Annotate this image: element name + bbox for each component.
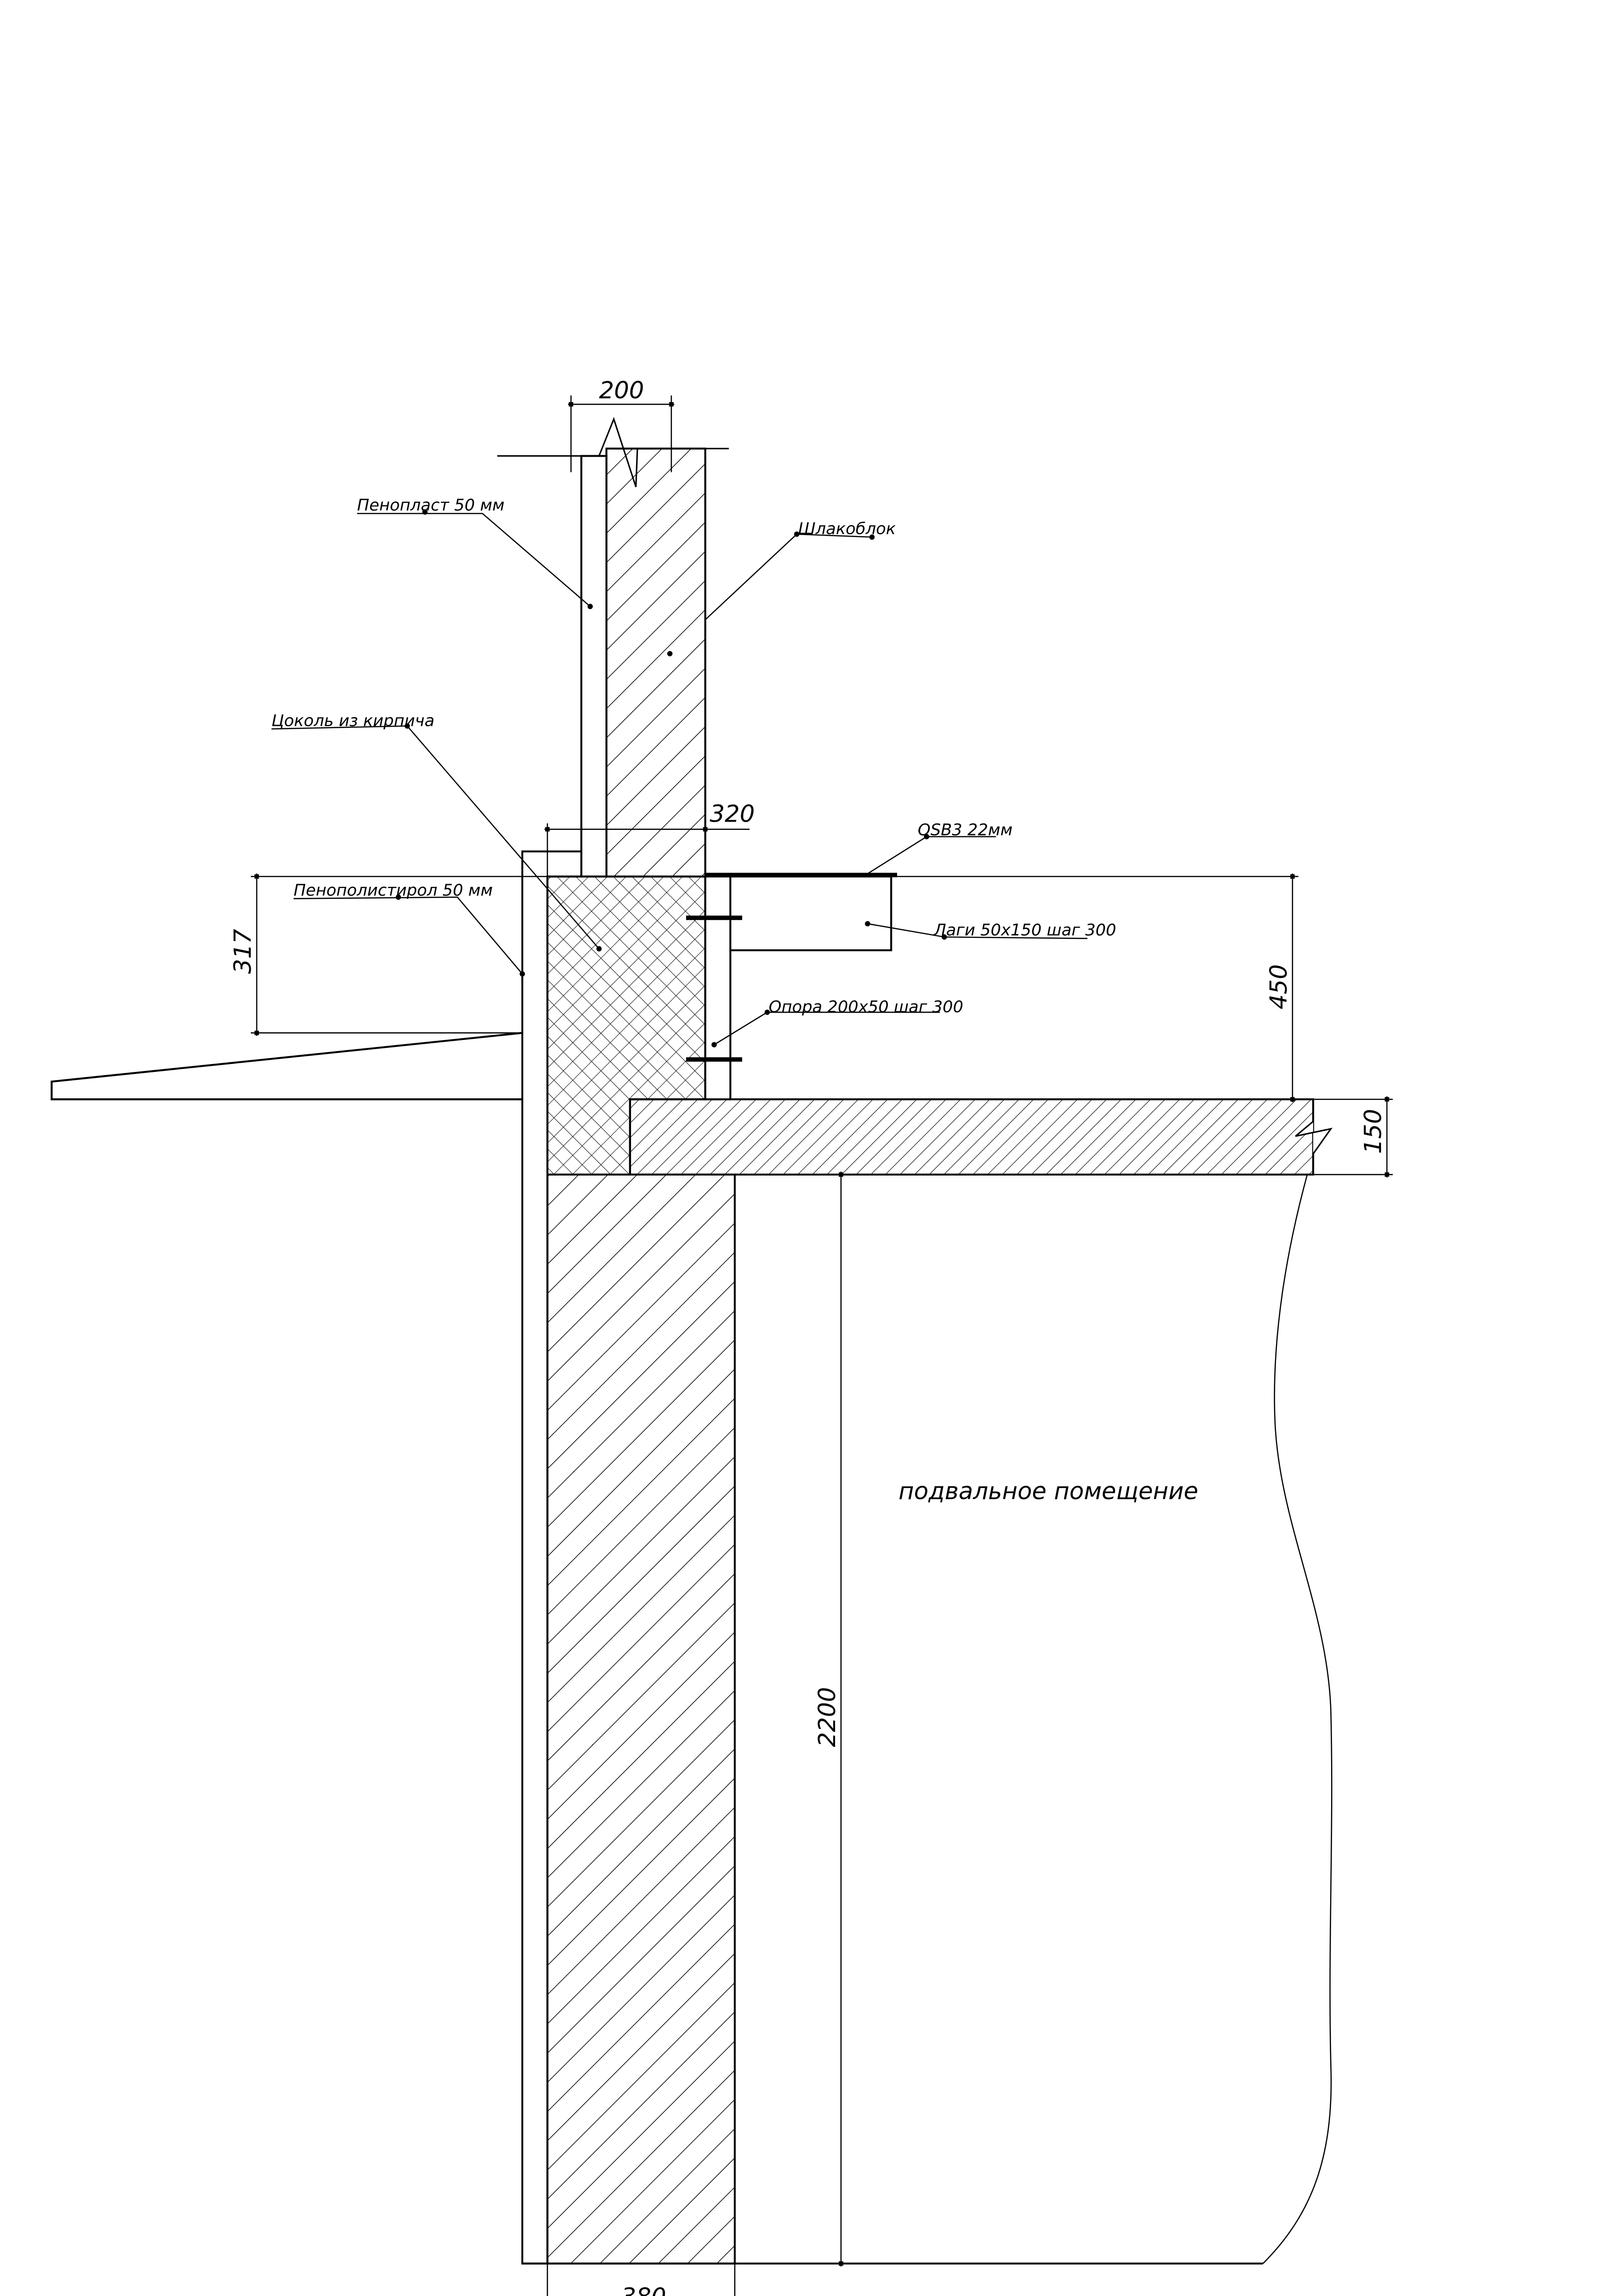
dim-200: 200 [599,377,644,404]
leader-osb [862,836,996,877]
leader-penopolistirol [293,896,523,974]
label-lagi: Лаги 50х150 шаг 300 [933,921,1116,940]
joist [729,875,892,952]
slab-break [1295,1099,1333,1175]
blind-area [50,1032,524,1101]
room-break-line [1262,1174,1332,2264]
label-osb: OSB3 22мм [918,820,1013,839]
floor-slab [629,1098,1314,1176]
dim-2200: 2200 [814,1687,841,1747]
break-line-top [497,417,729,488]
room-label: подвальное помещение [898,1478,1198,1505]
label-shlakoblok: Шлакоблок [798,520,896,538]
leader-penoplast [357,513,591,607]
dim-150: 150 [1360,1109,1387,1154]
shlakoblok-wall [605,447,706,878]
label-penopolistirol: Пенополистирол 50 мм [294,881,493,900]
leader-opora [713,1011,940,1046]
foundation-wall [546,1173,736,2265]
dim-450: 450 [1265,964,1293,1009]
label-penoplast: Пенопласт 50 мм [357,496,505,515]
support-post [704,875,731,1101]
label-opora: Опора 200х50 шаг 300 [769,997,964,1016]
leader-shlakoblok [705,533,872,620]
label-cokol: Цоколь из кирпича [272,711,434,730]
dim-320: 320 [710,801,755,828]
dim-317: 317 [229,929,257,974]
dim-380: 380 [621,2284,666,2296]
penoplast-strip [580,455,607,878]
